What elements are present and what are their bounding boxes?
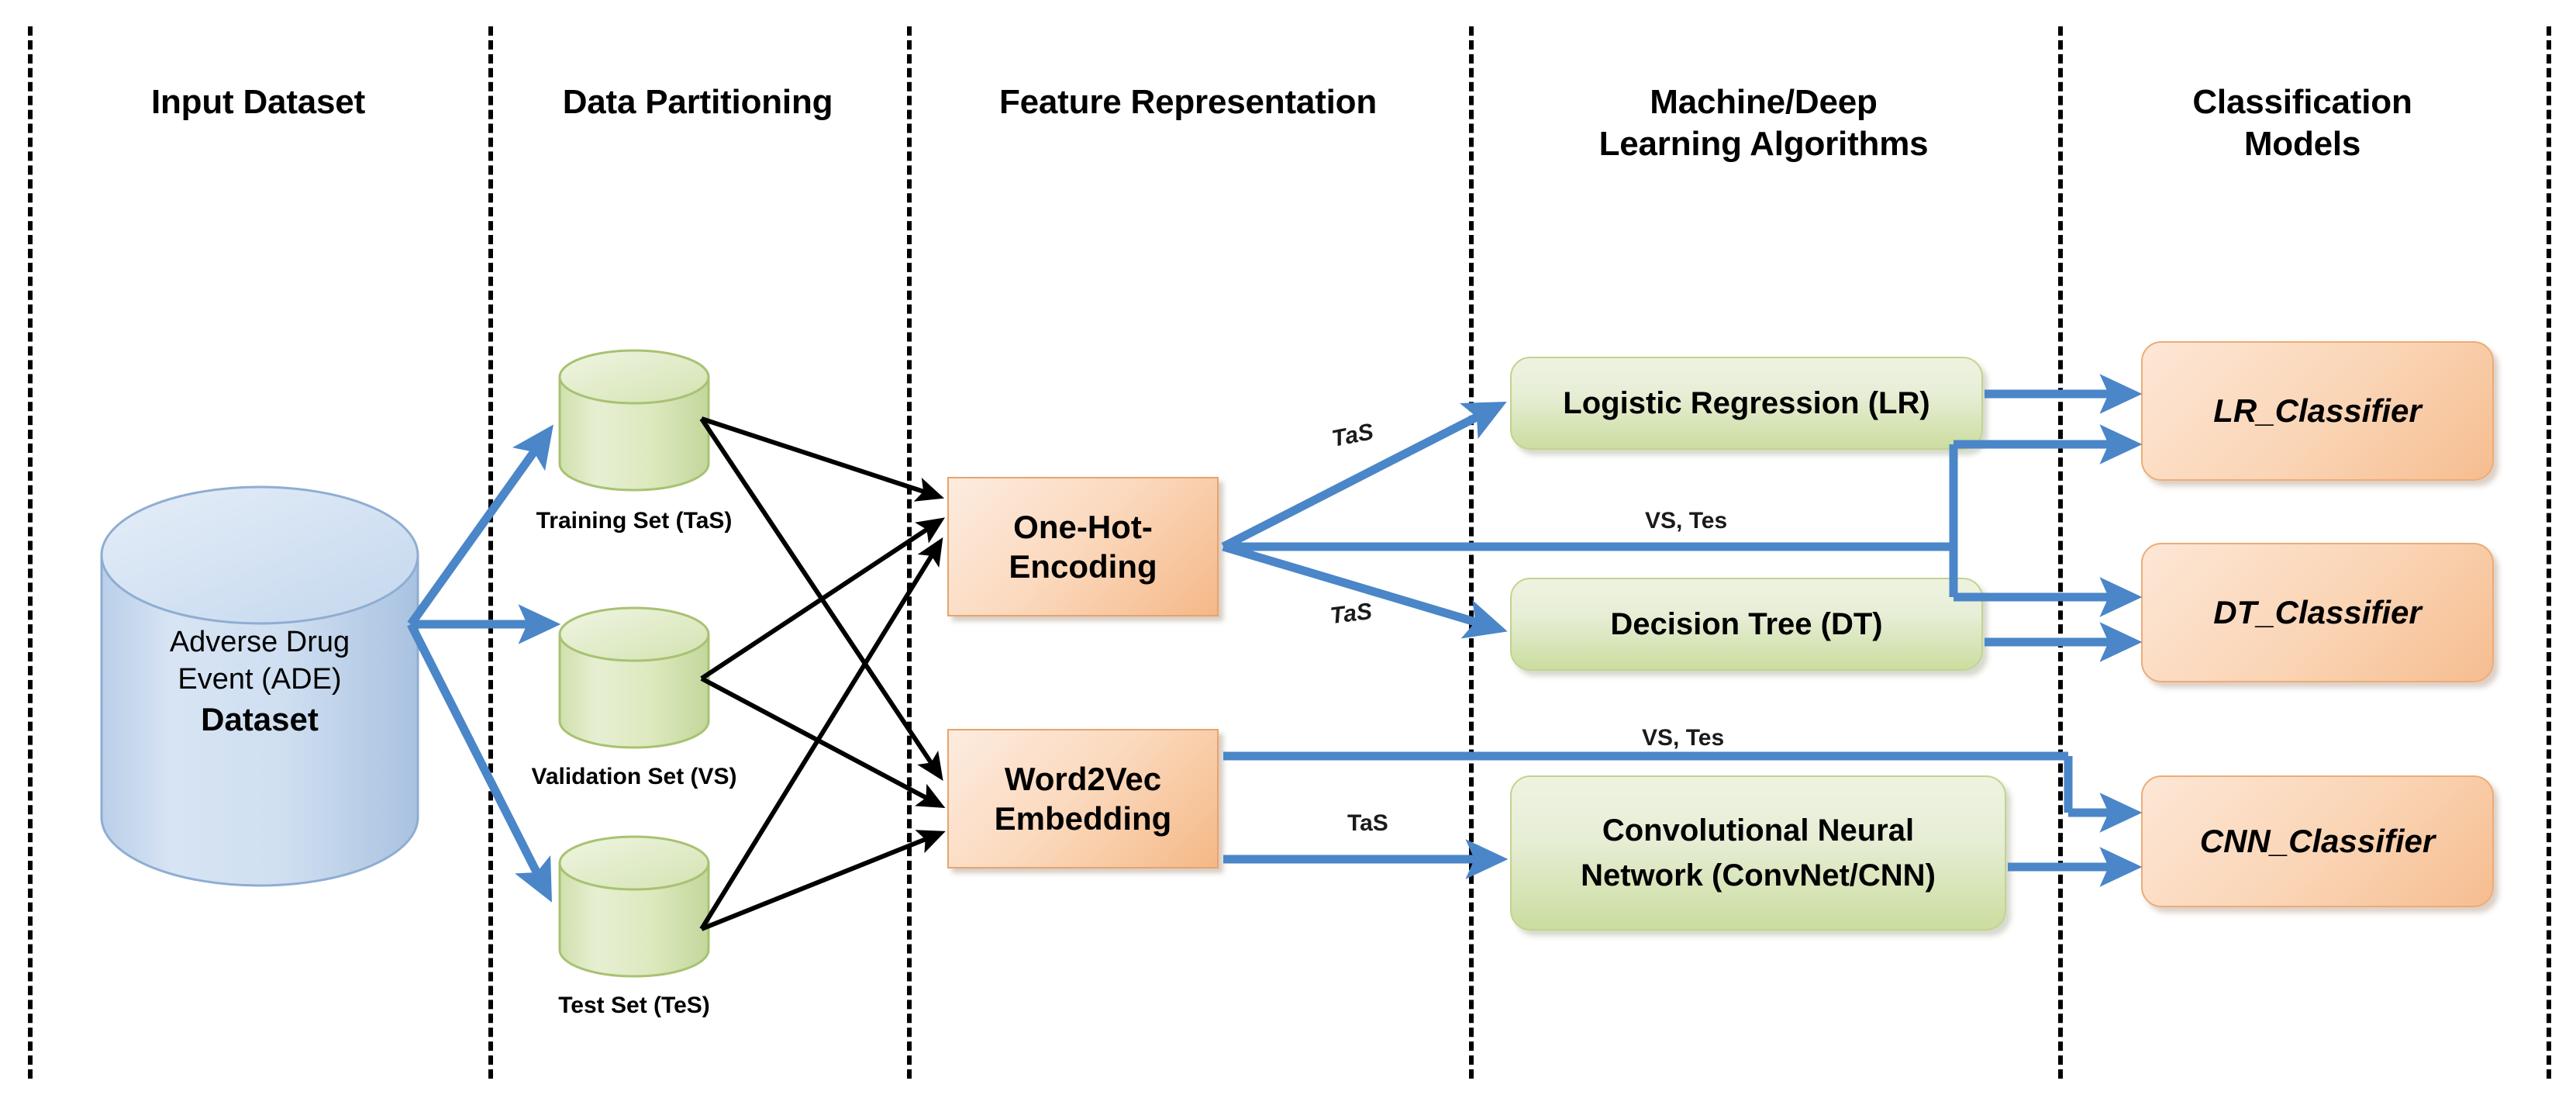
arrow-test-to-onehot (699, 537, 943, 931)
one-hot-line2: Encoding (1009, 548, 1157, 585)
stage-heading-ml-dl-line1: Machine/Deep (1650, 83, 1878, 121)
stage-heading-feature-representation-line1: Feature Representation (998, 83, 1378, 121)
stage-heading-ml-dl-algorithms: Machine/Deep Learning Algorithms (1469, 81, 2058, 164)
arrow-training-to-onehot (701, 416, 944, 502)
divider-partition-feature (907, 26, 912, 1079)
dt-classifier-label: DT_Classifier (2213, 594, 2422, 630)
divider-feature-algorithms (1469, 26, 1474, 1079)
box-one-hot-encoding[interactable]: One-Hot- Encoding (947, 477, 1219, 616)
partition-label-training-set: Training Set (TaS) (536, 508, 733, 534)
arrow-validation-to-onehot (700, 517, 946, 681)
database-cylinder-validation-set (557, 605, 712, 752)
box-cnn-classifier[interactable]: CNN_Classifier (2141, 775, 2494, 907)
divider-right-edge (2547, 26, 2551, 1079)
edge-label-onehot-to-dt: TaS (1329, 598, 1374, 630)
partition-label-test-set: Test Set (TeS) (558, 993, 710, 1018)
database-cylinder-training-set (557, 347, 712, 495)
arrows-partitions-to-features (699, 416, 946, 931)
word2vec-line1: Word2Vec (1004, 760, 1162, 797)
word2vec-line2: Embedding (994, 800, 1172, 837)
divider-algorithms-models (2058, 26, 2063, 1079)
stage-heading-data-partitioning: Data Partitioning (488, 81, 907, 123)
box-logistic-regression[interactable]: Logistic Regression (LR) (1510, 357, 1983, 450)
stage-heading-input-dataset: Input Dataset (28, 81, 488, 123)
decision-tree-label: Decision Tree (DT) (1610, 607, 1883, 641)
database-cylinder-test-set (557, 834, 712, 981)
box-convolutional-neural-network[interactable]: Convolutional Neural Network (ConvNet/CN… (1510, 775, 2006, 931)
arrows-features-to-algorithms (1221, 401, 1509, 879)
edge-label-onehot-to-classifiers: VS, Tes (1645, 508, 1728, 534)
box-lr-classifier[interactable]: LR_Classifier (2141, 341, 2494, 481)
partition-label-validation-set: Validation Set (VS) (531, 764, 737, 789)
logistic-regression-label: Logistic Regression (LR) (1563, 386, 1930, 420)
stage-heading-classification-line1: Classification (2192, 83, 2412, 121)
stage-heading-data-partitioning-line1: Data Partitioning (562, 83, 833, 121)
stage-heading-ml-dl-line2: Learning Algorithms (1598, 124, 1929, 163)
lr-classifier-label: LR_Classifier (2213, 392, 2422, 429)
box-dt-classifier[interactable]: DT_Classifier (2141, 543, 2494, 682)
stage-heading-input-dataset-line1: Input Dataset (150, 83, 366, 121)
cnn-line1: Convolutional Neural (1602, 813, 1915, 848)
arrow-test-to-word2vec (700, 830, 946, 931)
arrow-training-to-word2vec (699, 417, 943, 781)
edge-label-word2vec-to-classifiers: VS, Tes (1642, 725, 1725, 751)
arrow-dataset-to-test-set (407, 622, 552, 903)
divider-input-partition (488, 26, 493, 1079)
ade-label-line3: Dataset (201, 701, 319, 737)
stage-heading-feature-representation: Feature Representation (907, 81, 1469, 123)
box-decision-tree[interactable]: Decision Tree (DT) (1510, 578, 1983, 671)
ade-label-line2: Event (ADE) (178, 662, 342, 696)
arrows-dataset-to-partitions (407, 424, 561, 903)
database-label-ade-dataset: Adverse Drug Event (ADE) Dataset (97, 624, 422, 741)
divider-left-edge (28, 26, 33, 1079)
one-hot-line1: One-Hot- (1013, 508, 1153, 545)
ade-label-line1: Adverse Drug (169, 626, 350, 658)
arrows-algorithms-to-classifiers (1985, 374, 2143, 887)
cnn-classifier-label: CNN_Classifier (2199, 823, 2436, 859)
database-cylinder-ade-dataset (97, 481, 422, 892)
cnn-line2: Network (ConvNet/CNN) (1581, 858, 1936, 893)
edge-label-onehot-to-lr: TaS (1329, 419, 1376, 452)
edge-label-word2vec-to-cnn: TaS (1347, 810, 1388, 836)
stage-heading-classification-line2: Models (2243, 124, 2361, 163)
stage-heading-classification-models: Classification Models (2058, 81, 2547, 164)
box-word2vec-embedding[interactable]: Word2Vec Embedding (947, 729, 1219, 868)
